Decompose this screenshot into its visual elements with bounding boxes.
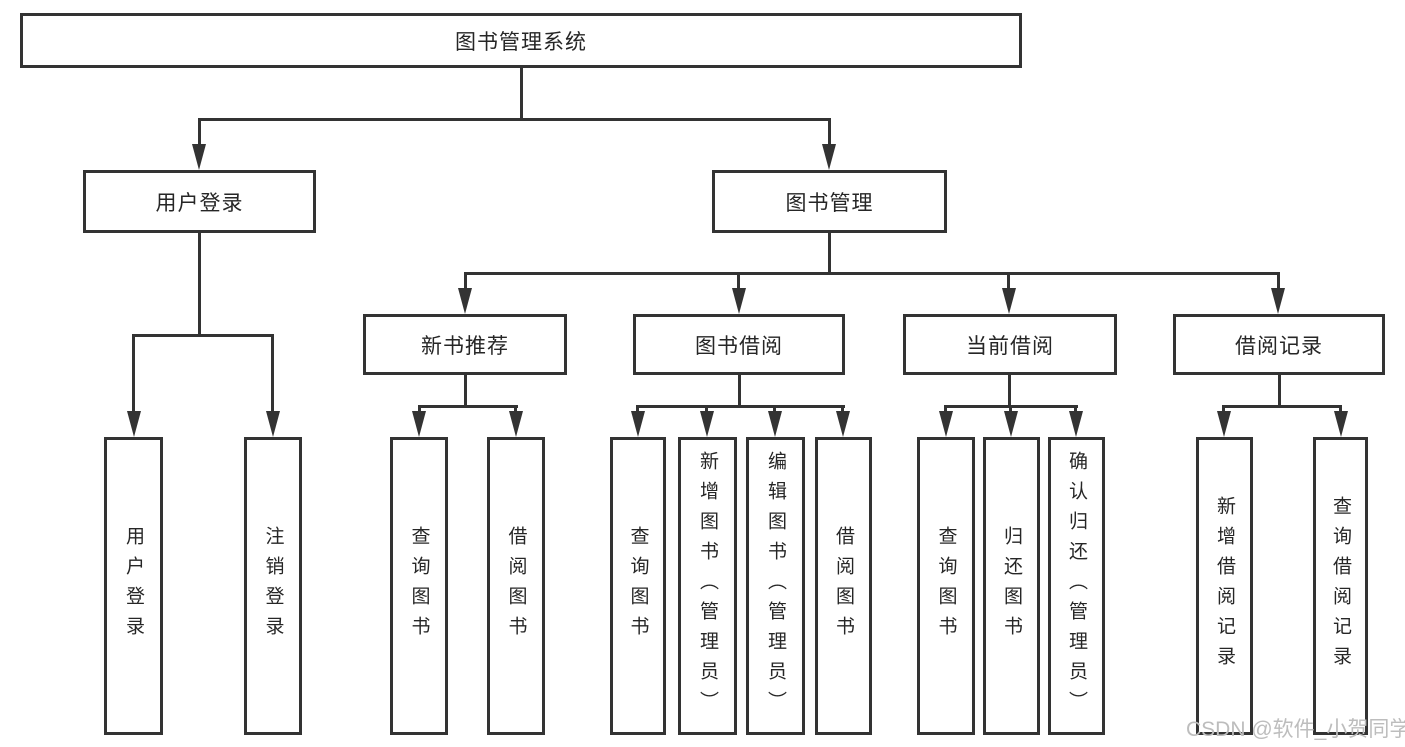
arrow-down-icon bbox=[1002, 288, 1016, 314]
arrow-down-icon bbox=[822, 144, 836, 170]
arrow-down-icon bbox=[1217, 411, 1231, 437]
arrow-down-icon bbox=[412, 411, 426, 437]
connector-stub-recommend-borrow bbox=[514, 405, 517, 415]
arrow-down-icon bbox=[1271, 288, 1285, 314]
connector-stub-new-book-recommend bbox=[464, 272, 467, 292]
connector-records-drop-line bbox=[1278, 372, 1281, 408]
connector-stub-borrowing-add bbox=[705, 405, 708, 415]
node-leaf-borrowing-add-books-admin: 新增图书（管理员） bbox=[678, 437, 737, 735]
arrow-down-icon bbox=[1004, 411, 1018, 437]
node-user-login: 用户登录 bbox=[83, 170, 316, 233]
connector-recommend-branch-line bbox=[418, 405, 518, 408]
connector-stub-borrowing-query bbox=[636, 405, 639, 415]
connector-root-drop-line bbox=[520, 68, 523, 120]
arrow-down-icon bbox=[700, 411, 714, 437]
node-leaf-current-query-books: 查询图书 bbox=[917, 437, 975, 735]
arrow-down-icon bbox=[836, 411, 850, 437]
csdn-watermark: CSDN @软件_小贺同学 bbox=[1186, 718, 1405, 741]
connector-user-login-branch-line bbox=[132, 334, 274, 337]
connector-stub-current-borrowing bbox=[1007, 272, 1010, 292]
arrow-down-icon bbox=[1069, 411, 1083, 437]
node-leaf-user-login: 用户登录 bbox=[104, 437, 163, 735]
arrow-down-icon bbox=[939, 411, 953, 437]
node-leaf-borrowing-query-books: 查询图书 bbox=[610, 437, 666, 735]
node-book-management: 图书管理 bbox=[712, 170, 947, 233]
connector-stub-book-management bbox=[828, 118, 831, 148]
node-leaf-recommend-borrow-books: 借阅图书 bbox=[487, 437, 545, 735]
connector-stub-user-login bbox=[198, 118, 201, 148]
node-book-borrowing: 图书借阅 bbox=[633, 314, 845, 375]
connector-stub-book-borrowing bbox=[737, 272, 740, 292]
connector-borrowing-drop-line bbox=[738, 372, 741, 408]
connector-user-login-drop-line bbox=[198, 230, 201, 337]
connector-stub-recommend-query bbox=[418, 405, 421, 415]
node-leaf-logout: 注销登录 bbox=[244, 437, 302, 735]
connector-stub-records-add bbox=[1222, 405, 1225, 415]
arrow-down-icon bbox=[509, 411, 523, 437]
connector-stub-borrowing-edit bbox=[773, 405, 776, 415]
connector-recommend-drop-line bbox=[464, 372, 467, 408]
node-leaf-recommend-query-books: 查询图书 bbox=[390, 437, 448, 735]
connector-current-drop-line bbox=[1008, 372, 1011, 408]
connector-stub-borrowing-records bbox=[1277, 272, 1280, 292]
connector-records-branch-line bbox=[1222, 405, 1342, 408]
arrow-down-icon bbox=[768, 411, 782, 437]
connector-stub-current-return bbox=[1009, 405, 1012, 415]
connector-stub-leaf-user-login bbox=[132, 334, 135, 414]
connector-book-management-drop-line bbox=[828, 230, 831, 275]
connector-root-branch-line bbox=[198, 118, 831, 121]
node-new-book-recommend: 新书推荐 bbox=[363, 314, 567, 375]
node-current-borrowing: 当前借阅 bbox=[903, 314, 1117, 375]
node-leaf-current-confirm-return-admin: 确认归还（管理员） bbox=[1048, 437, 1105, 735]
arrow-down-icon bbox=[458, 288, 472, 314]
connector-stub-leaf-logout bbox=[271, 334, 274, 414]
arrow-down-icon bbox=[192, 144, 206, 170]
arrow-down-icon bbox=[127, 411, 141, 437]
connector-borrowing-branch-line bbox=[636, 405, 845, 408]
arrow-down-icon bbox=[266, 411, 280, 437]
connector-stub-records-query bbox=[1339, 405, 1342, 415]
node-leaf-current-return-books: 归还图书 bbox=[983, 437, 1040, 735]
node-leaf-borrowing-edit-books-admin: 编辑图书（管理员） bbox=[746, 437, 805, 735]
node-leaf-borrowing-borrow-books: 借阅图书 bbox=[815, 437, 872, 735]
connector-stub-borrowing-borrow bbox=[841, 405, 844, 415]
node-borrowing-records: 借阅记录 bbox=[1173, 314, 1385, 375]
connector-stub-current-confirm bbox=[1074, 405, 1077, 415]
node-leaf-records-query-record: 查询借阅记录 bbox=[1313, 437, 1368, 735]
connector-stub-current-query bbox=[944, 405, 947, 415]
arrow-down-icon bbox=[631, 411, 645, 437]
arrow-down-icon bbox=[732, 288, 746, 314]
connector-book-management-branch-line bbox=[464, 272, 1280, 275]
arrow-down-icon bbox=[1334, 411, 1348, 437]
node-leaf-records-add-record: 新增借阅记录 bbox=[1196, 437, 1253, 735]
node-root-library-management-system: 图书管理系统 bbox=[20, 13, 1022, 68]
